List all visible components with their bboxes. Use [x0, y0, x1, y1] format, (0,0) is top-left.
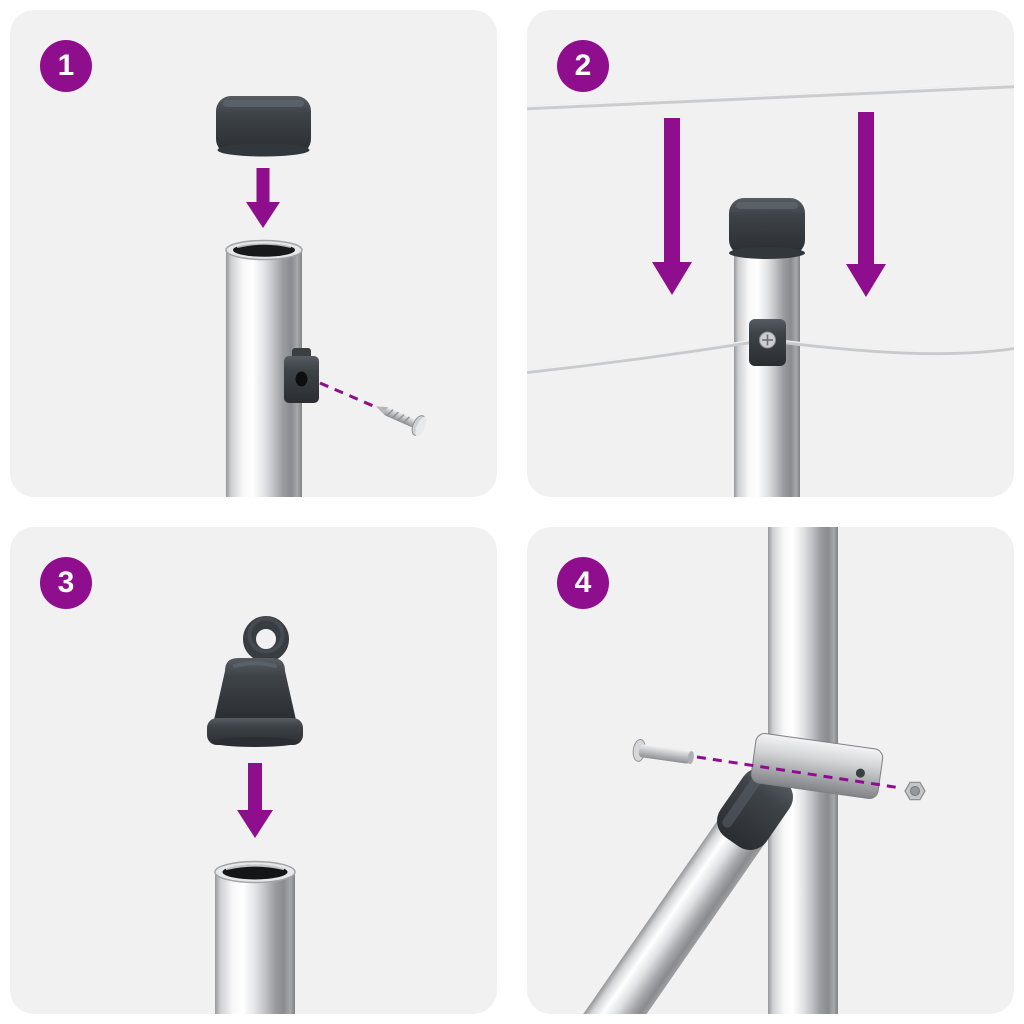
post-clamp: [750, 733, 884, 799]
step-4-illustration: [583, 527, 926, 1014]
arrow-down-icon: [237, 763, 273, 838]
step-panel-4: 4: [527, 527, 1014, 1014]
brace-connector: [717, 768, 793, 850]
wire-bracket: [284, 348, 319, 403]
arrow-down-icon: [846, 112, 886, 297]
screw-icon: [375, 406, 427, 437]
bolt-icon: [632, 738, 694, 765]
arrow-down-icon: [652, 118, 692, 295]
step-number: 3: [57, 566, 75, 599]
step-2-illustration: [527, 83, 1014, 497]
step-panel-1: 1: [10, 10, 497, 497]
step-number: 1: [57, 49, 75, 82]
round-cap-icon: [216, 96, 311, 157]
metal-post: [214, 860, 296, 1014]
step-number-badge: 4: [557, 557, 609, 609]
eyelet-cap-icon: [207, 616, 303, 747]
diagonal-brace: [583, 787, 784, 1014]
alignment-dashes: [696, 755, 902, 790]
capped-post: [729, 198, 805, 497]
step-number-badge: 2: [557, 40, 609, 92]
nut-icon: [904, 781, 926, 801]
step-number: 4: [574, 566, 592, 599]
step-1-illustration: [216, 96, 427, 497]
step-number: 2: [574, 49, 592, 82]
alignment-dashes: [319, 381, 379, 410]
step-3-illustration: [207, 616, 303, 1014]
arrow-down-icon: [246, 168, 280, 228]
wire-bracket: [749, 319, 786, 366]
top-wire: [527, 83, 1014, 111]
tension-wire: [527, 339, 1014, 374]
step-number-badge: 3: [40, 557, 92, 609]
step-panel-2: 2: [527, 10, 1014, 497]
step-number-badge: 1: [40, 40, 92, 92]
step-panel-3: 3: [10, 527, 497, 1014]
